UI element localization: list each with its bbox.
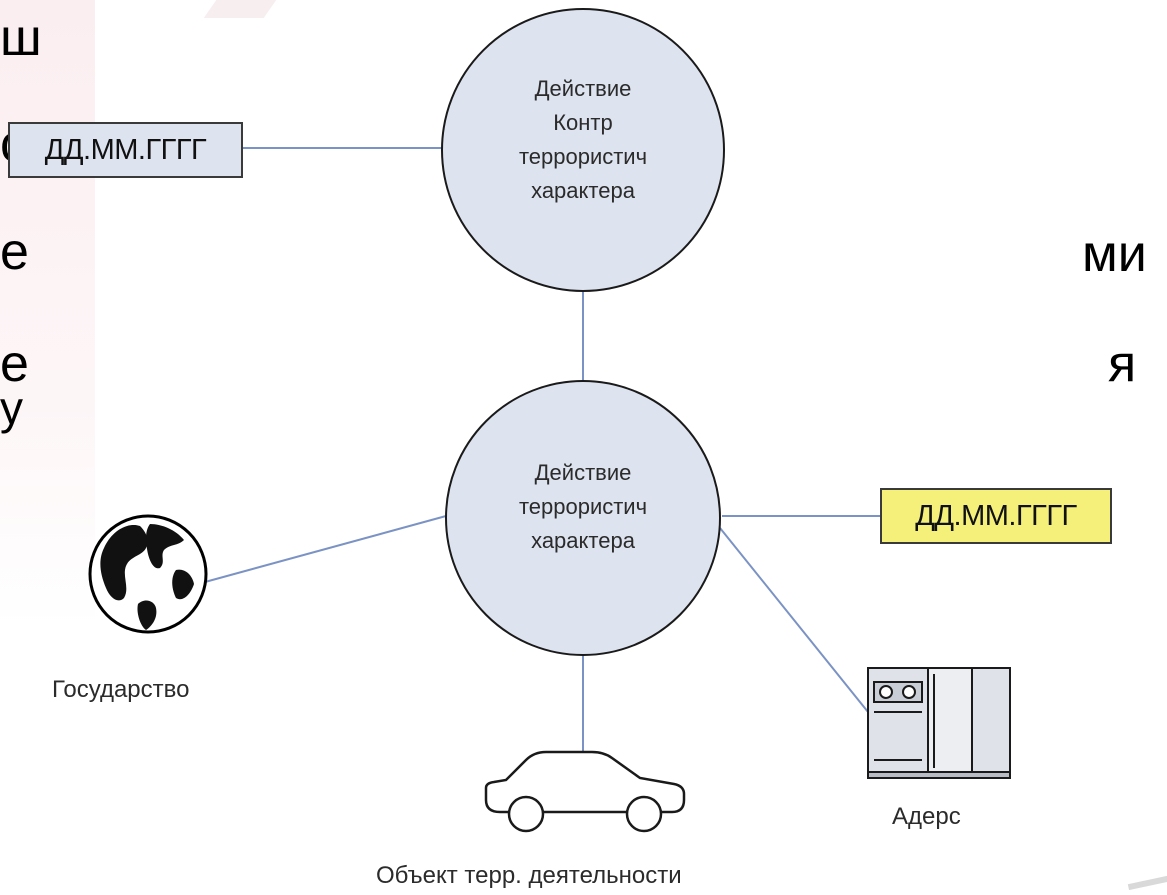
background-text-fragment: ми: [1082, 225, 1147, 283]
caption-state: Государство: [52, 676, 190, 703]
caption-address: Адерс: [892, 803, 961, 830]
connectors: [204, 147, 880, 752]
globe-icon: [88, 514, 208, 634]
node-counter-action-line: террористич: [518, 144, 648, 169]
node-terror-action-line: Действие: [534, 460, 632, 485]
background-text-fragment: е: [0, 335, 29, 393]
edge-terror-to-globe: [204, 515, 447, 583]
node-counter-action-circle: [441, 8, 725, 292]
edge-terror-to-building: [719, 527, 869, 713]
node-terror-action-circle: [445, 380, 721, 656]
background-text-fragment: у: [0, 382, 23, 434]
node-counter-action-line: Действие: [534, 76, 632, 101]
date-box-left: ДД.ММ.ГГГГ: [8, 122, 243, 178]
date-box-right: ДД.ММ.ГГГГ: [880, 488, 1112, 544]
node-counter-action-line: характера: [531, 178, 635, 203]
background-text-fragment: ш: [0, 9, 42, 67]
background-text-fragment: е: [0, 223, 29, 281]
node-counter-action-label: Действие Контр террористич характера: [463, 72, 703, 208]
caption-object: Объект терр. деятельности: [376, 862, 682, 889]
node-terror-action-line: характера: [531, 528, 635, 553]
background-text-fragment: я: [1108, 335, 1137, 393]
building-icon: [867, 667, 1011, 779]
car-icon: [484, 750, 686, 833]
node-terror-action-line: террористич: [518, 494, 648, 519]
node-counter-action-line: Контр: [553, 110, 613, 135]
node-terror-action-label: Действие террористич характера: [463, 456, 703, 558]
